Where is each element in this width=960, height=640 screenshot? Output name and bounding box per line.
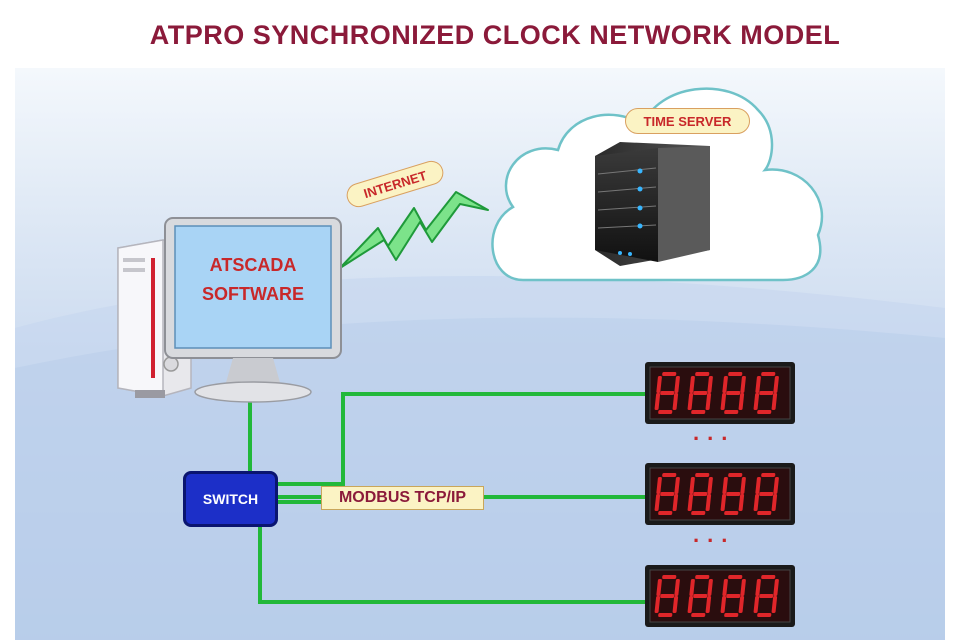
software-label: ATSCADA SOFTWARE bbox=[175, 254, 331, 305]
clock-digit bbox=[687, 372, 713, 414]
clock-digit bbox=[720, 473, 746, 515]
time-server-label: TIME SERVER bbox=[625, 108, 750, 134]
page-title: ATPRO SYNCHRONIZED CLOCK NETWORK MODEL bbox=[149, 20, 841, 50]
clock-digit bbox=[687, 473, 713, 515]
switch-to-clock-1-line bbox=[278, 392, 645, 486]
network-switch: SWITCH bbox=[183, 471, 278, 527]
clock-digit bbox=[753, 575, 779, 617]
ellipsis-indicator: ... bbox=[693, 420, 736, 445]
monitor-icon bbox=[164, 217, 342, 403]
switch-to-clock-3-line bbox=[258, 527, 645, 604]
clock-digit bbox=[687, 575, 713, 617]
ellipsis-indicator: ... bbox=[693, 522, 736, 547]
clock-display bbox=[645, 362, 795, 429]
protocol-label: MODBUS TCP/IP bbox=[321, 486, 484, 510]
internet-lightning-icon bbox=[339, 191, 489, 269]
switch-label: SWITCH bbox=[202, 491, 259, 507]
clock-digit bbox=[654, 372, 680, 414]
software-label-line1: ATSCADA bbox=[209, 255, 297, 275]
clock-digit bbox=[654, 575, 680, 617]
server-icon bbox=[595, 142, 710, 266]
software-label-line2: SOFTWARE bbox=[202, 283, 304, 304]
clock-digit bbox=[654, 473, 680, 515]
clock-digit bbox=[753, 372, 779, 414]
clock-digit bbox=[720, 372, 746, 414]
clock-digit bbox=[720, 575, 746, 617]
clock-display bbox=[645, 463, 795, 530]
clock-digit bbox=[753, 473, 779, 515]
clock-display bbox=[645, 565, 795, 632]
